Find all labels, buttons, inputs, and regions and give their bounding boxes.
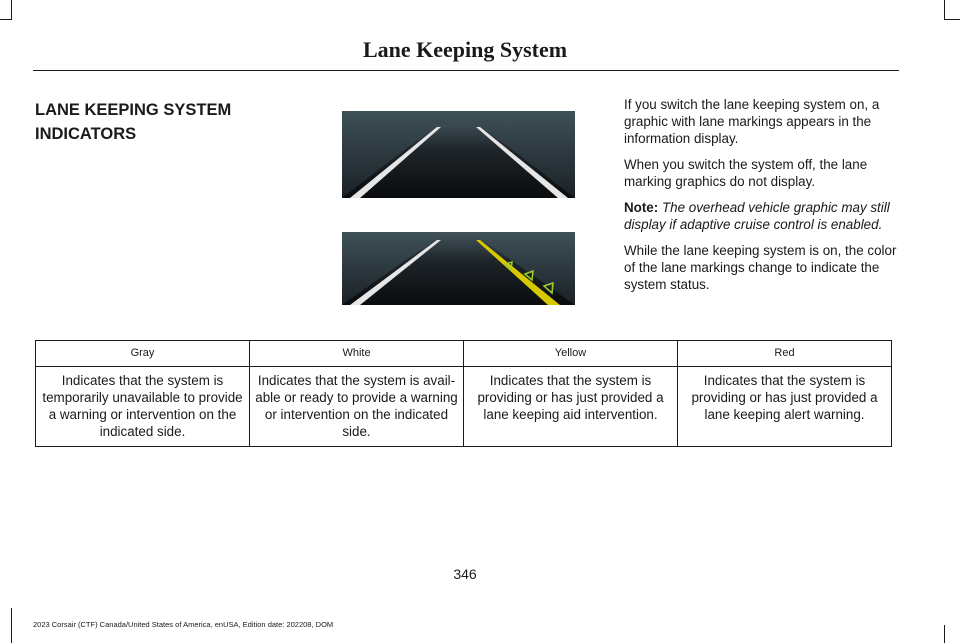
arrow-icon	[503, 260, 513, 272]
lane-graphic-white	[342, 111, 575, 198]
section-heading: LANE KEEPING SYSTEM INDICATORS	[35, 98, 295, 146]
table-header-cell: Yellow	[463, 340, 678, 367]
paragraph-1: If you switch the lane keeping system on…	[624, 97, 880, 146]
page-title: Lane Keeping System	[362, 37, 568, 62]
arrow-icon	[542, 281, 554, 295]
paragraph-3: While the lane keeping system is on, the…	[624, 243, 897, 292]
lane-marking-color-table: Gray White Yellow Red Indicates that the…	[35, 340, 892, 447]
lane-graphic-yellow	[342, 232, 575, 305]
lane-line-left	[350, 127, 441, 198]
crop-mark	[944, 19, 960, 20]
body-text: If you switch the lane keeping system on…	[624, 96, 900, 302]
table-cell: Indicates that the system is providing o…	[677, 366, 892, 447]
edition-footer: 2023 Corsair (CTF) Canada/United States …	[33, 620, 334, 629]
page-number: 346	[453, 566, 477, 582]
table-cell: Indicates that the system is temporarily…	[35, 366, 250, 447]
paragraph-2: When you switch the system off, the lane…	[624, 157, 868, 189]
crop-mark	[944, 625, 945, 643]
header-divider	[33, 70, 899, 71]
crop-mark	[11, 0, 12, 20]
table-row: Indicates that the system is temporarily…	[35, 366, 892, 447]
lane-line-left	[350, 240, 441, 305]
crop-mark	[0, 19, 12, 20]
section-heading-line2: INDICATORS	[35, 125, 137, 143]
lane-line-right	[476, 127, 568, 198]
lane-line-right-yellow	[476, 240, 560, 305]
note-text: The overhead vehicle graphic may still d…	[624, 200, 890, 232]
note-paragraph: Note: The overhead vehicle graphic may s…	[624, 199, 900, 233]
table-header-row: Gray White Yellow Red	[35, 340, 892, 367]
crop-mark	[11, 608, 12, 643]
arrow-icon	[523, 269, 534, 282]
table-header-cell: Red	[677, 340, 892, 367]
table-header-cell: Gray	[35, 340, 250, 367]
crop-mark	[944, 0, 945, 20]
table-cell: Indicates that the system is providing o…	[463, 366, 678, 447]
section-heading-line1: LANE KEEPING SYSTEM	[35, 101, 232, 119]
note-label: Note:	[624, 200, 659, 215]
table-header-cell: White	[249, 340, 464, 367]
table-cell: Indicates that the system is avail-able …	[249, 366, 464, 447]
